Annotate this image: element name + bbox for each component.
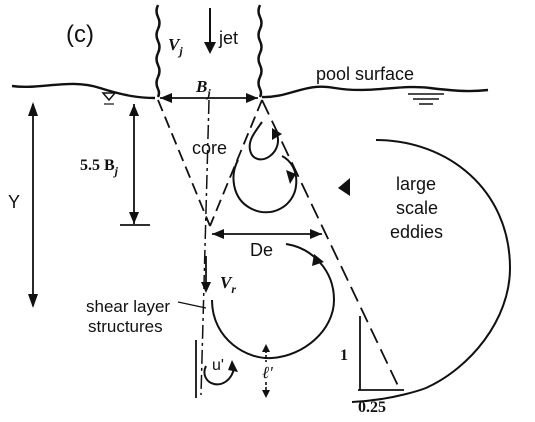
de-arrow-right [310,229,322,239]
core-label: core [192,138,227,158]
outer-spread-line [261,99,401,391]
medium-eddy-arrow [286,170,296,184]
structures-label: structures [88,317,163,336]
large-shear-eddy-arrow [312,254,324,266]
bj-arrow-left [160,93,172,103]
u-prime-eddy [203,365,235,386]
large-scale-eddy-arrow [338,178,350,196]
left-shear-boundary [157,99,211,227]
pool-surface-line [11,82,489,100]
pool-surface-label: pool surface [316,64,414,84]
bj-label: Bj [195,77,211,100]
scale-label: scale [396,198,438,218]
vj-label: Vj [168,35,183,58]
bj-arrow-right [246,93,258,103]
de-label: De [250,240,273,260]
jet-arrow-head [204,42,216,54]
large-shear-eddy [211,243,336,360]
y-arrow-top [28,102,38,116]
slope-rise-label: 1 [340,347,348,364]
shear-label-pointer [177,301,207,309]
water-level-marker-right [408,93,444,105]
l-prime-label: ℓ' [262,363,273,382]
shear-layer-label: shear layer [86,297,170,316]
y-label: Y [8,192,20,212]
l-prime-arrow-up-head [262,344,270,352]
y-arrow-bottom [28,294,38,308]
jet-label: jet [218,28,238,48]
small-eddy-upper-arrow [272,128,282,140]
small-eddy-upper [248,121,279,161]
large-label: large [396,174,436,194]
u-prime-label: u' [212,357,224,374]
large-scale-eddy-arc [351,139,512,403]
depth-arrow-top [129,104,139,116]
water-level-marker-left [101,92,117,105]
medium-eddy [232,155,298,214]
u-prime-eddy-arrow [228,360,238,372]
l-prime-arrow-down-head [262,390,270,398]
jet-centreline [200,99,210,396]
right-core-boundary [209,99,263,227]
jet-right-wall [257,4,263,98]
panel-label: (c) [66,21,94,48]
depth-label: 5.5 Bj [80,157,119,178]
de-arrow-left [212,229,224,239]
vr-label: Vr [220,273,236,296]
eddies-label: eddies [390,222,443,242]
depth-arrow-bottom [129,212,139,224]
vr-arrow-head [201,282,211,293]
jet-left-wall [155,4,161,98]
slope-run-label: 0.25 [358,399,386,416]
